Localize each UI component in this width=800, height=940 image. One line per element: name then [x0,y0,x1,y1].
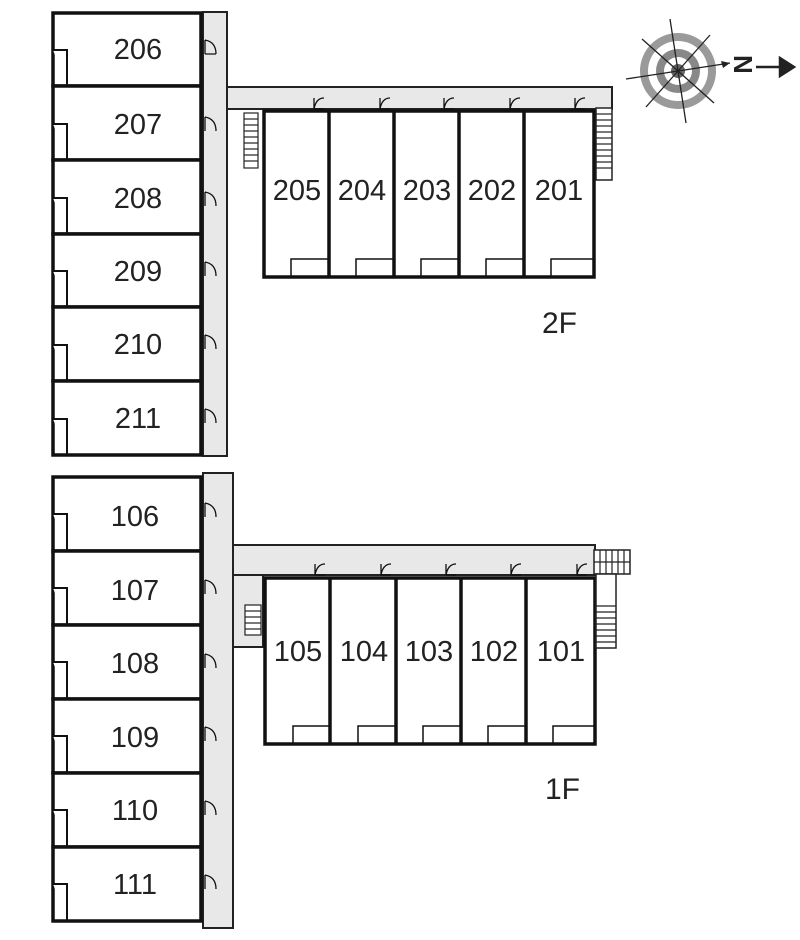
room-110-outline [51,771,203,849]
room-106-label: 106 [111,501,159,533]
room-111-label: 111 [113,869,157,901]
corridor-2f-horizontal [226,86,613,110]
room-211[interactable]: 211 [51,379,203,457]
balconies-1f-east [292,725,595,744]
room-109-outline [51,697,203,775]
room-101-label: 101 [537,636,585,668]
floor-1f: 106 107 108 109 110 111 [51,472,631,929]
room-206-label: 206 [114,34,162,66]
room-201-label: 201 [535,175,583,207]
doors-2f-east [313,97,586,110]
room-209[interactable]: 209 [51,232,203,309]
doors-1f-west [204,502,217,890]
floor-label-2f: 2F [542,307,577,340]
room-210[interactable]: 210 [51,305,203,383]
room-208[interactable]: 208 [51,158,203,236]
room-108-label: 108 [111,648,159,680]
room-111[interactable]: 111 [51,845,203,923]
room-207-label: 207 [114,109,162,141]
room-107-label: 107 [111,575,159,607]
stairs-2f-east [595,107,613,181]
balcony-notches-1f-west [53,513,68,921]
room-108[interactable]: 108 [51,623,203,701]
stairs-1f-east [593,549,631,649]
floor-2f: 206 207 208 209 210 211 [51,11,613,457]
room-109[interactable]: 109 [51,697,203,775]
north-indicator: N [728,55,797,79]
room-104-label: 104 [340,636,388,668]
corridor-2f-vertical [202,11,228,457]
room-103-label: 103 [405,636,453,668]
room-206[interactable]: 206 [51,11,203,88]
block-2f-east-outline [262,109,596,279]
room-105-label: 105 [274,636,322,668]
corridor-1f-horizontal [232,544,596,576]
doors-1f-east [314,563,588,576]
room-205-label: 205 [273,175,321,207]
room-209-label: 209 [114,256,162,288]
stairs-2f-west [243,112,259,169]
room-102-label: 102 [470,636,518,668]
east-room-dividers-1f [328,578,528,744]
corridor-1f-vertical [202,472,234,929]
east-room-dividers-2f [327,111,526,277]
balconies-2f-east [290,258,594,277]
room-211-label: 211 [115,403,161,435]
room-109-label: 109 [111,722,159,754]
north-label: N [728,55,758,74]
floor-label-1f: 1F [545,773,580,806]
room-202-label: 202 [468,175,516,207]
room-208-label: 208 [114,183,162,215]
room-210-label: 210 [114,329,162,361]
room-207[interactable]: 207 [51,84,203,162]
doors-2f-west [204,39,217,424]
room-106[interactable]: 106 [51,475,203,553]
room-209-outline [51,232,203,309]
stairs-1f-west [244,604,262,636]
room-203-label: 203 [403,175,451,207]
room-110[interactable]: 110 [51,771,203,849]
balcony-notches-2f-west [53,49,68,455]
north-arrow-icon [756,55,797,79]
room-204-label: 204 [338,175,386,207]
block-1f-east-outline [263,576,597,746]
room-110-label: 110 [112,795,158,827]
compass-rose-icon [625,18,731,124]
room-107[interactable]: 107 [51,549,203,627]
